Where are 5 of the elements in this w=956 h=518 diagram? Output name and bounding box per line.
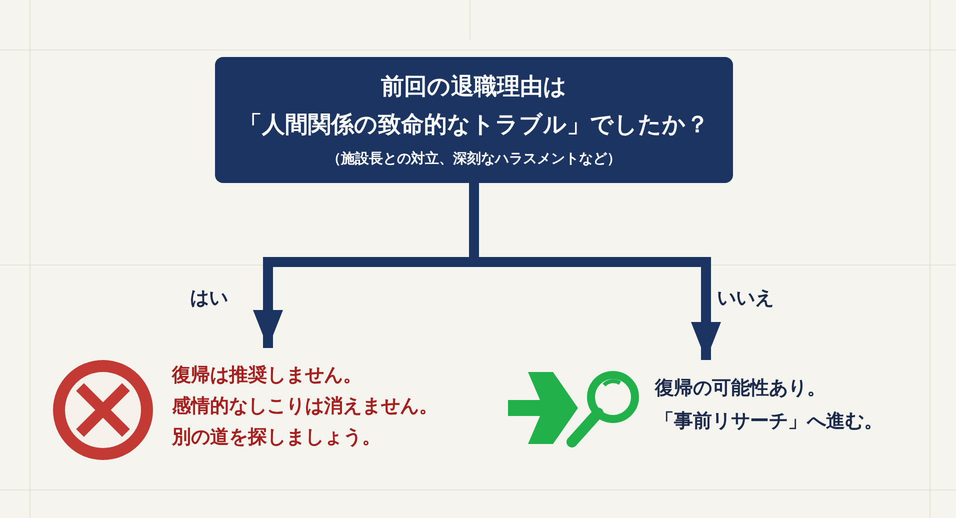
result-text: 復帰の可能性あり。「事前リサーチ」へ進む。 [655,376,884,434]
question-box [215,57,733,183]
example-note: （施設長との対立、深刻なハラスメントなど） [327,150,621,169]
result-text: 復帰は推奨しません。感情的なしこりは消えません。別の道を探しましょう。 [172,363,439,450]
question-text: 前回の退職理由は「人間関係の致命的なトラブル」でしたか？ [238,73,710,140]
